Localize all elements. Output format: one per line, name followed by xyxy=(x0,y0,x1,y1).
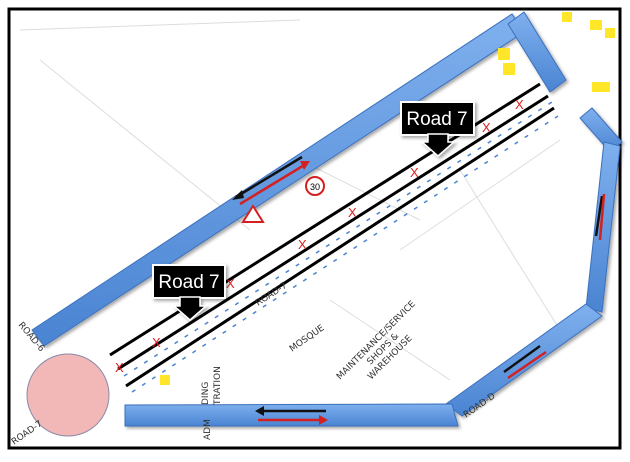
traffic-direction-arrows xyxy=(232,155,606,425)
arrowhead-icon xyxy=(319,415,328,425)
arrowhead-icon xyxy=(232,190,244,200)
closure-x-icon: X xyxy=(515,97,524,112)
road-band-right-vertical xyxy=(585,141,621,313)
callout-label: Road 7 xyxy=(158,272,219,293)
closure-x-icon: X xyxy=(482,120,491,135)
arrowhead-icon xyxy=(300,161,310,170)
warning-sign-icon xyxy=(241,204,265,223)
label-adm: ADM xyxy=(203,419,213,440)
callout-label: Road 7 xyxy=(406,109,467,130)
arrow-red-icon xyxy=(598,193,606,241)
roundabout xyxy=(26,353,110,437)
callout-road-7-lower: Road 7 xyxy=(152,264,226,321)
road-band-top-right xyxy=(507,11,567,93)
closure-x-icon: X xyxy=(298,237,307,252)
road-band-bottom xyxy=(124,403,459,427)
lane-markings xyxy=(123,101,559,393)
arrow-black-icon xyxy=(503,344,541,374)
callout-road-7-upper: Road 7 xyxy=(400,101,475,157)
signage-markers xyxy=(160,12,615,385)
closure-x-icon: X xyxy=(226,276,235,291)
background-linework xyxy=(19,19,561,381)
arrow-red-icon xyxy=(239,162,307,206)
arrow-red-icon xyxy=(507,350,547,380)
closure-x-icon: X xyxy=(410,165,419,180)
road-band-right-diagonal xyxy=(445,303,603,417)
closure-x-icon: X xyxy=(152,335,161,350)
closure-x-icon: X xyxy=(348,205,357,220)
closure-markers: X X X X X X X X xyxy=(115,97,524,375)
speed-limit-value: 30 xyxy=(310,182,320,192)
label-administration: TRATION xyxy=(213,366,223,406)
closure-x-icon: X xyxy=(115,360,124,375)
speed-limit-sign: 30 xyxy=(305,176,325,196)
arrow-black-icon xyxy=(594,195,604,237)
arrow-black-icon xyxy=(235,155,303,199)
label-building: DING xyxy=(201,382,211,405)
arrowhead-icon xyxy=(255,406,264,416)
road-band-right-upper xyxy=(579,107,623,153)
